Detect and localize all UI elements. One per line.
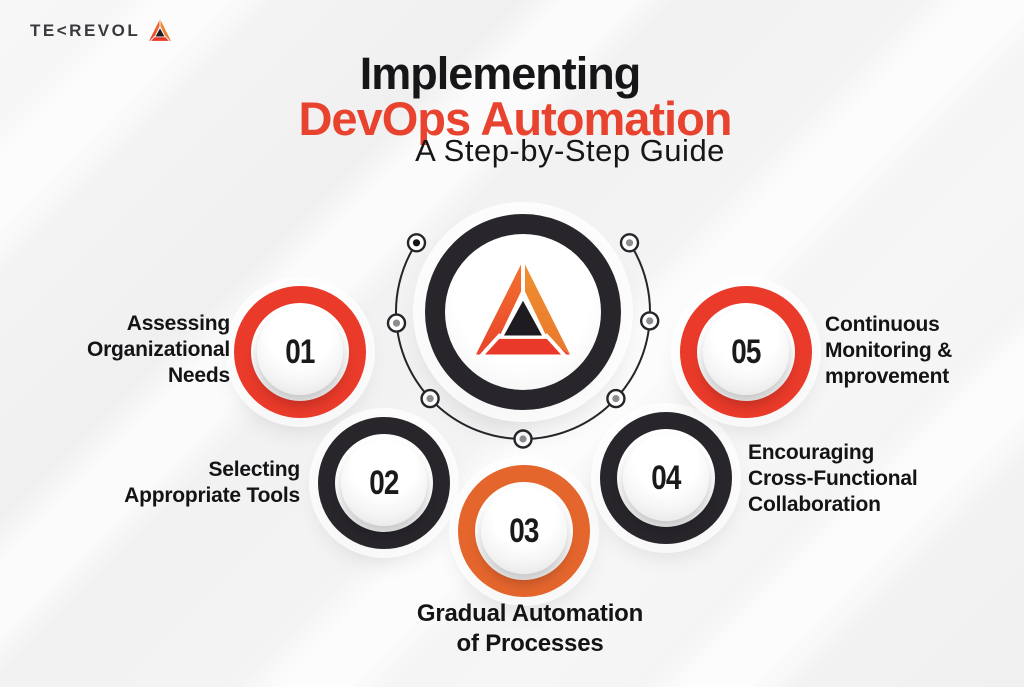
step-2-number: 02 [369, 463, 399, 502]
step-5-label: Continuous Monitoring & mprovement [825, 313, 953, 388]
connector-node [406, 233, 427, 253]
step-3-number-sphere: 03 [481, 488, 567, 574]
step-3-circle: 03 [458, 465, 590, 597]
step-1-number-sphere: 01 [257, 309, 343, 395]
tekrevol-triangle-logo-icon [149, 18, 172, 43]
step-5-number-sphere: 05 [703, 309, 789, 395]
step-2-number-sphere: 02 [341, 440, 427, 526]
step-4-circle: 04 [600, 412, 732, 544]
step-2-circle: 02 [318, 417, 450, 549]
step-4-number: 04 [651, 458, 681, 497]
title-subtitle: A Step-by-Step Guide [415, 133, 725, 168]
step-3-label: Gradual Automation of Processes [416, 600, 644, 657]
step-3-number: 03 [509, 511, 539, 550]
step-1-circle: 01 [234, 286, 366, 418]
title-line-1: Implementing [359, 48, 642, 99]
brand-k-chevron: < [56, 21, 70, 40]
step-2-label: Selecting Appropriate Tools [124, 458, 300, 507]
step-5-number: 05 [731, 332, 761, 371]
connector-node [619, 233, 640, 253]
step-1-number: 01 [285, 332, 315, 371]
step-4-label: Encouraging Cross-Functional Collaborati… [748, 441, 918, 516]
connector-arc [386, 233, 660, 449]
connector-node [640, 311, 660, 331]
central-hub [425, 214, 621, 410]
step-5-circle: 05 [680, 286, 812, 418]
brand-wordmark: TE<REVOL [30, 21, 141, 40]
title-line-2: DevOps Automation [298, 92, 732, 145]
tekrevol-triangle-logo-icon [475, 256, 571, 361]
step-1-label: Assessing Organizational Needs [86, 312, 230, 387]
connector-node [420, 388, 440, 409]
connector-node [606, 388, 626, 409]
connector-node [386, 313, 407, 333]
connector-node [513, 429, 533, 449]
brand-logo: TE<REVOL [30, 18, 173, 44]
step-4-number-sphere: 04 [623, 435, 709, 521]
